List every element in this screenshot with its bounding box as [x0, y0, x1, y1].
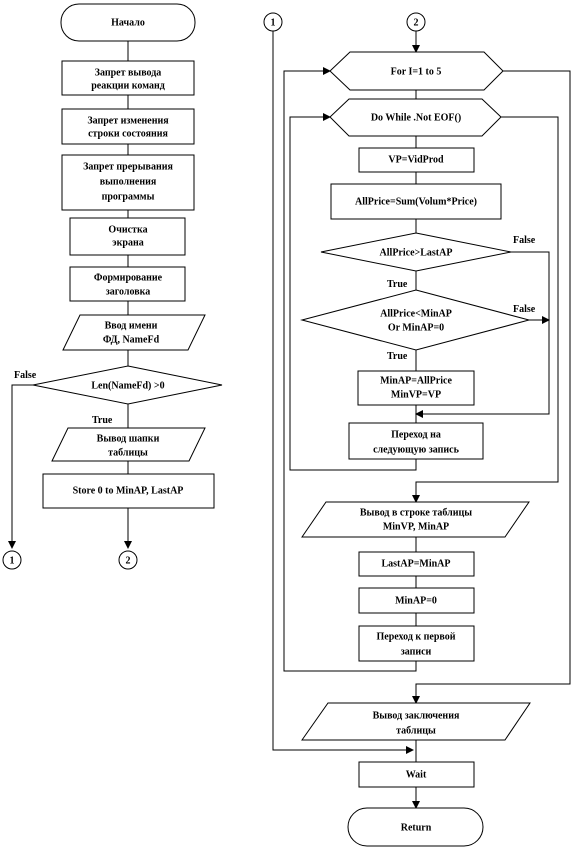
svg-text:Store 0 to MinAP, LastAP: Store 0 to MinAP, LastAP [73, 485, 184, 496]
svg-text:записи: записи [401, 646, 432, 657]
svg-text:Переход к первой: Переход к первой [376, 631, 455, 642]
svg-text:1: 1 [10, 555, 15, 566]
svg-text:For I=1 to 5: For I=1 to 5 [391, 66, 442, 77]
svg-text:Wait: Wait [406, 769, 427, 780]
svg-text:строки состояния: строки состояния [88, 128, 168, 139]
process-lastap-assign: LastAP=MinAP [358, 551, 475, 577]
io-input-filename: Ввод имени ФД, NameFd [62, 314, 206, 351]
connector-1-in: 1 [263, 12, 283, 32]
svg-text:выполнения: выполнения [100, 176, 157, 187]
svg-text:программы: программы [102, 191, 155, 202]
io-output-row: Вывод в строке таблицы MinVP, MinAP [301, 501, 530, 538]
process-disable-status-bar: Запрет изменения строки состояния [61, 108, 195, 145]
process-build-header: Формирование заголовка [69, 266, 186, 302]
svg-text:MinAP=AllPrice: MinAP=AllPrice [380, 375, 452, 386]
dec2-false-label: False [513, 235, 536, 246]
connector-2-out: 2 [118, 550, 138, 570]
svg-text:таблицы: таблицы [108, 447, 148, 458]
dec2-true-label: True [387, 279, 408, 290]
svg-text:Вывод в строке таблицы: Вывод в строке таблицы [360, 507, 472, 518]
svg-text:следующую запись: следующую запись [373, 444, 459, 455]
io-print-table-header: Вывод шапки таблицы [51, 427, 206, 462]
loop-for: For I=1 to 5 [329, 51, 504, 91]
svg-text:таблицы: таблицы [396, 725, 436, 736]
svg-text:заголовка: заголовка [106, 286, 151, 297]
decision-allprice-lt-minap: AllPrice<MinAP Or MinAP=0 [300, 289, 531, 351]
right-flow-lines [272, 31, 571, 809]
svg-text:MinAP=0: MinAP=0 [395, 595, 437, 606]
decision-true-label: True [92, 415, 113, 426]
start-terminator: Начало [60, 3, 196, 42]
end-label: Return [401, 822, 432, 833]
svg-text:LastAP=MinAP: LastAP=MinAP [381, 558, 450, 569]
svg-text:Формирование: Формирование [94, 272, 163, 283]
process-minap-assign: MinAP=AllPrice MinVP=VP [357, 370, 475, 406]
svg-text:1: 1 [271, 17, 276, 28]
svg-text:MinVP=VP: MinVP=VP [391, 389, 441, 400]
svg-text:Вывод шапки: Вывод шапки [97, 433, 160, 444]
process-first-record: Переход к первой записи [358, 625, 475, 662]
svg-text:реакции команд: реакции команд [91, 80, 165, 91]
svg-text:Len(NameFd) >0: Len(NameFd) >0 [91, 380, 164, 391]
left-flow-lines [8, 41, 132, 549]
svg-text:2: 2 [126, 555, 131, 566]
process-minap-zero: MinAP=0 [358, 587, 475, 614]
dec3-false-label: False [513, 304, 536, 315]
process-disable-interrupt: Запрет прерывания выполнения программы [61, 154, 195, 211]
decision-namefd-length: Len(NameFd) >0 [32, 365, 223, 405]
svg-text:2: 2 [414, 17, 419, 28]
dec3-true-label: True [387, 351, 408, 362]
connector-2-in: 2 [406, 12, 426, 32]
svg-text:Запрет изменения: Запрет изменения [87, 115, 169, 126]
svg-text:Do While .Not EOF(): Do While .Not EOF() [371, 112, 461, 123]
svg-text:Вывод заключения: Вывод заключения [373, 710, 460, 721]
svg-text:Запрет прерывания: Запрет прерывания [83, 161, 173, 172]
process-vp-assign: VP=VidProd [358, 147, 475, 173]
decision-false-label: False [14, 370, 37, 381]
process-store-zero: Store 0 to MinAP, LastAP [42, 473, 215, 509]
svg-text:AllPrice<MinAP: AllPrice<MinAP [380, 308, 452, 319]
start-label: Начало [111, 17, 145, 28]
svg-text:VP=VidProd: VP=VidProd [388, 154, 444, 165]
connector-1-out: 1 [2, 550, 22, 570]
svg-text:AllPrice>LastAP: AllPrice>LastAP [380, 247, 453, 258]
svg-text:Очистка: Очистка [108, 224, 147, 235]
svg-text:экрана: экрана [112, 237, 143, 248]
svg-text:Or MinAP=0: Or MinAP=0 [388, 322, 444, 333]
io-output-footer: Вывод заключения таблицы [301, 702, 531, 741]
svg-text:Переход на: Переход на [391, 429, 441, 440]
process-clear-screen: Очистка экрана [69, 217, 186, 256]
decision-allprice-gt-lastap: AllPrice>LastAP [320, 232, 512, 272]
process-allprice-sum: AllPrice=Sum(Volum*Price) [330, 183, 502, 220]
svg-text:MinVP, MinAP: MinVP, MinAP [383, 521, 449, 532]
svg-text:Ввод имени: Ввод имени [105, 320, 158, 331]
loop-do-while: Do While .Not EOF() [329, 98, 502, 137]
process-disable-command-echo: Запрет вывода реакции команд [61, 60, 195, 96]
svg-text:AllPrice=Sum(Volum*Price): AllPrice=Sum(Volum*Price) [355, 196, 477, 207]
svg-text:ФД, NameFd: ФД, NameFd [103, 334, 160, 345]
process-next-record: Переход на следующую запись [348, 422, 484, 460]
end-terminator: Return [347, 807, 484, 847]
process-wait: Wait [358, 761, 475, 788]
svg-text:Запрет вывода: Запрет вывода [95, 67, 162, 78]
